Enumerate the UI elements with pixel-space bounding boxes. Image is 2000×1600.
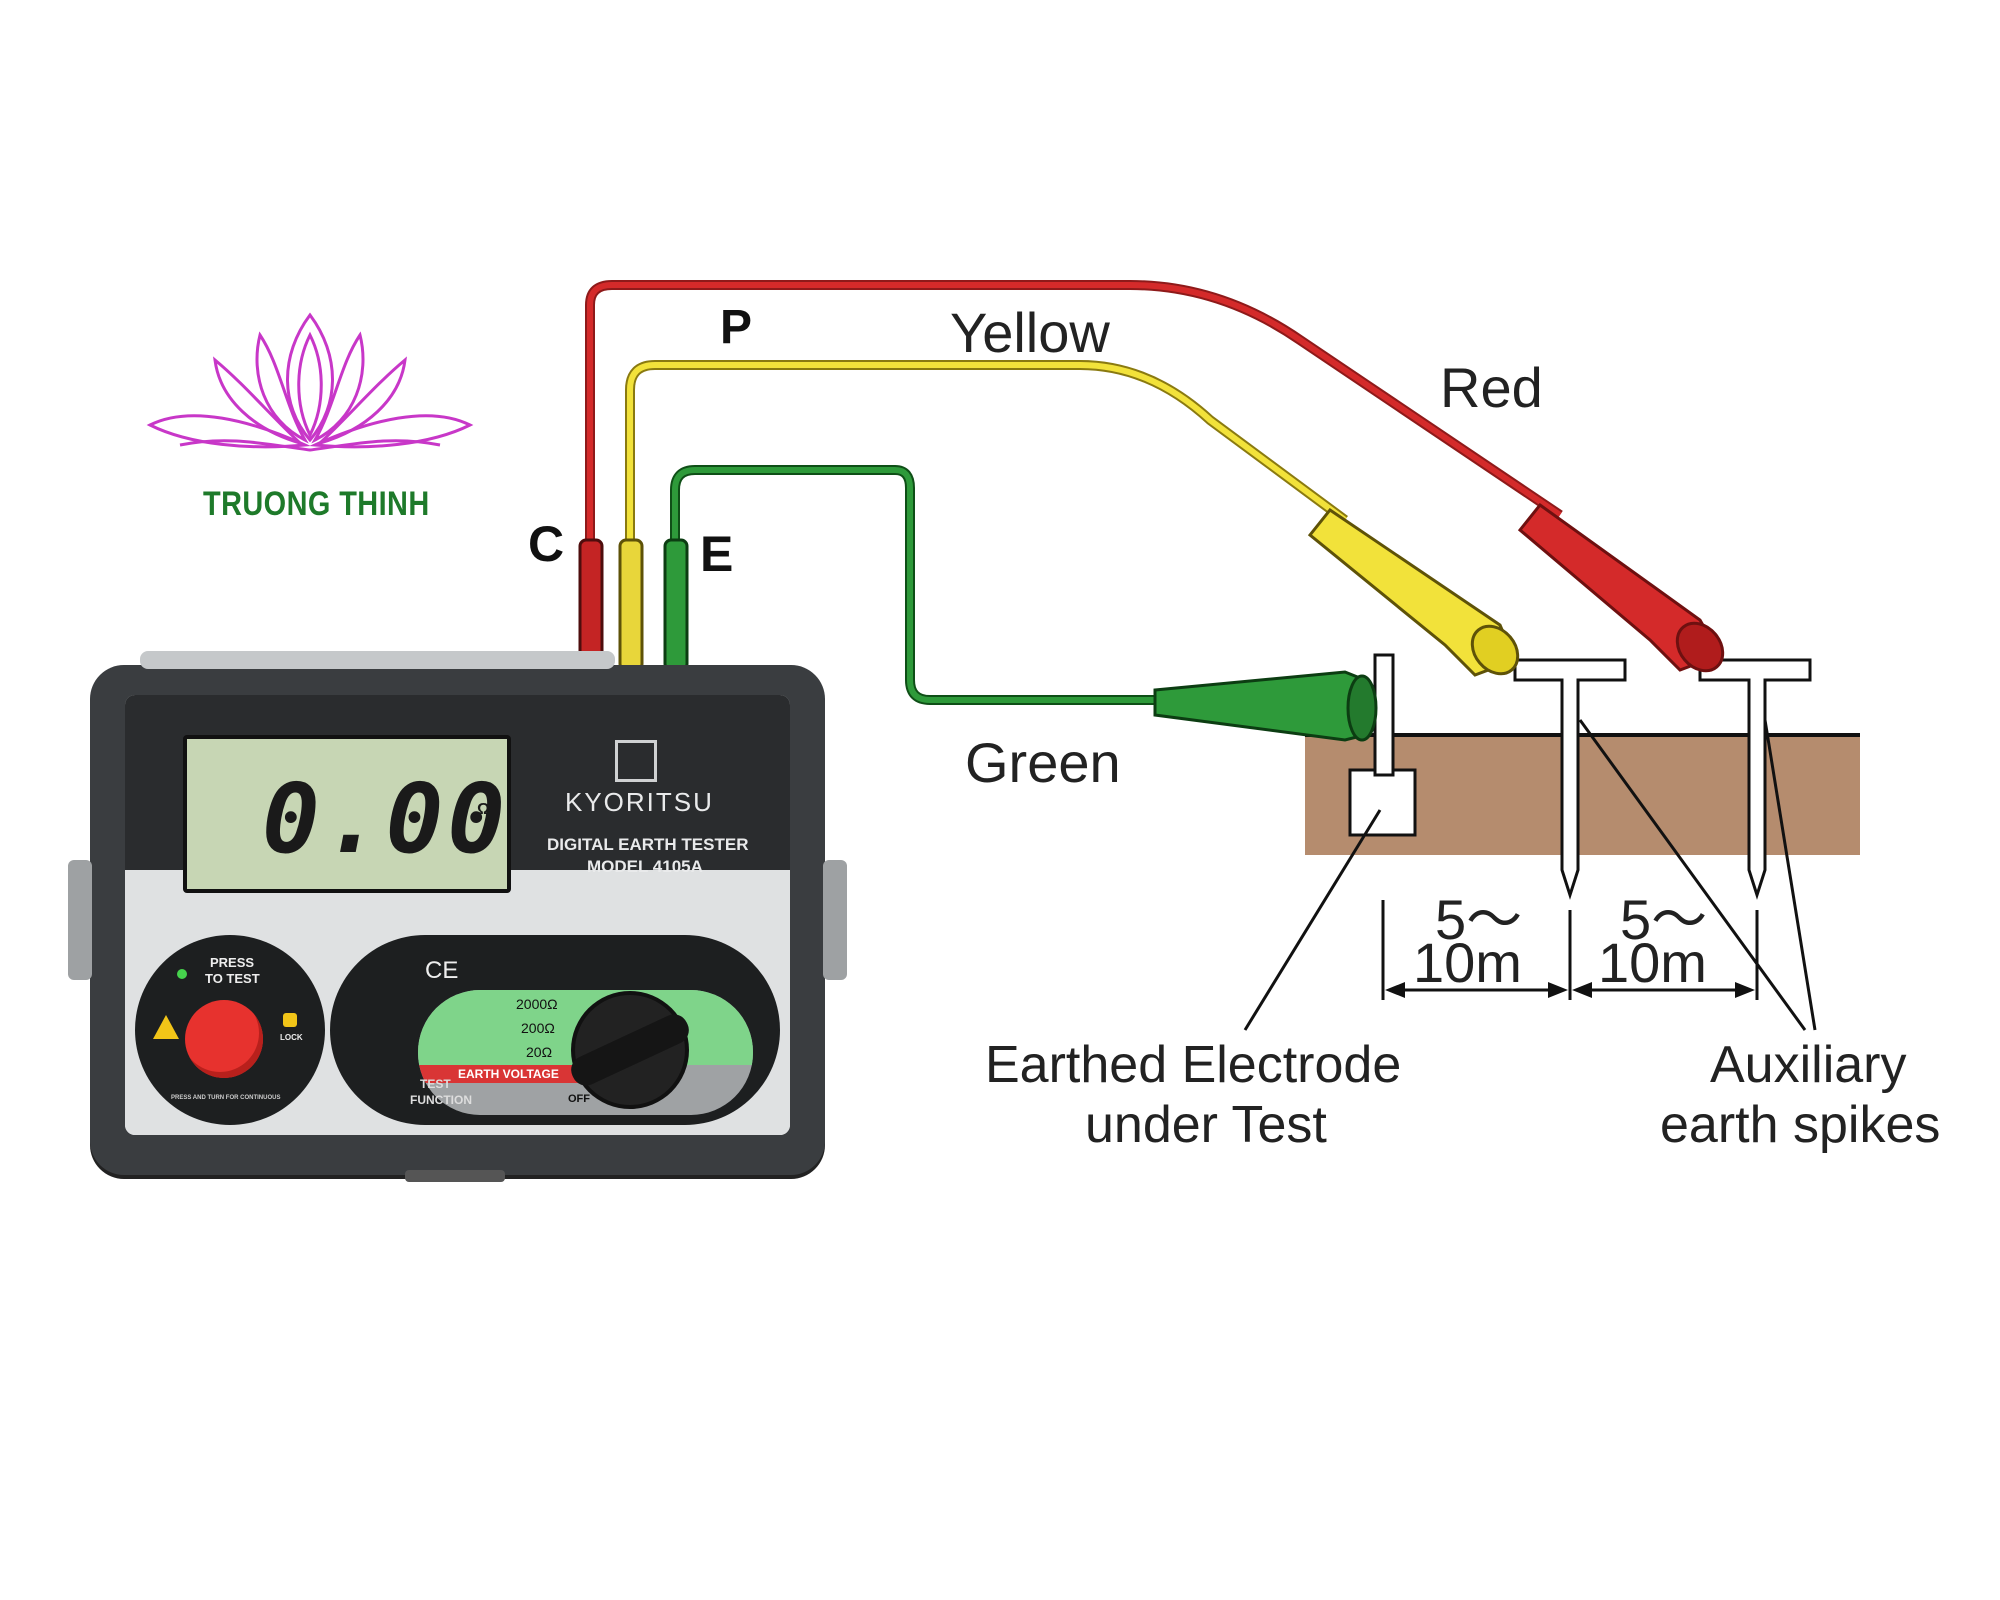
caption-aux-line2: earth spikes xyxy=(1660,1096,1941,1154)
function-selector-panel: CE 2000Ω 200Ω 20Ω EARTH VOLTAGE OFF TEST… xyxy=(330,935,780,1125)
distance-1-line1: 5～ xyxy=(1435,888,1523,951)
warning-icon xyxy=(153,1015,179,1039)
label-p: P xyxy=(720,301,753,354)
device-right-clip xyxy=(823,860,847,980)
label-red: Red xyxy=(1440,356,1543,419)
lock-label: LOCK xyxy=(280,1033,303,1042)
lock-icon xyxy=(283,1013,297,1027)
brand-name: KYORITSU xyxy=(565,787,714,817)
device-top-strip xyxy=(140,651,615,669)
range-200: 200Ω xyxy=(521,1020,555,1036)
model-title-line2: MODEL 4105A xyxy=(587,857,703,876)
caption-aux-line1: Auxiliary xyxy=(1710,1036,1907,1094)
earthed-electrode-block xyxy=(1348,768,1417,837)
earthed-electrode-rod xyxy=(1373,653,1395,777)
logo-text: TRUONG THINH xyxy=(203,485,430,523)
lcd-display: 0.00 Ω xyxy=(183,735,511,893)
device-left-clip xyxy=(68,860,92,980)
aux-leader-line-2 xyxy=(1763,719,1817,1031)
press-label-2: TO TEST xyxy=(205,971,260,986)
plug-p xyxy=(618,538,644,672)
lcd-reading: 0.00 xyxy=(262,763,510,875)
device-faceplate: 0.00 Ω KYORITSU DIGITAL EARTH TESTER MOD… xyxy=(125,695,790,1135)
distance-1-line2: 10m xyxy=(1413,931,1522,994)
yellow-clip xyxy=(1307,507,1517,677)
caption-electrode-line1: Earthed Electrode xyxy=(985,1036,1402,1094)
kyoritsu-logo-icon xyxy=(615,740,657,782)
label-c: C xyxy=(528,516,565,572)
plug-e xyxy=(663,538,689,672)
function-rotary-knob[interactable] xyxy=(566,995,694,1105)
distance-2-line2: 10m xyxy=(1598,931,1707,994)
knob-grip xyxy=(566,1009,694,1091)
label-green: Green xyxy=(965,731,1121,794)
button-caption: PRESS AND TURN FOR CONTINUOUS xyxy=(171,1095,281,1101)
distance-2-line1: 5～ xyxy=(1620,888,1708,951)
test-button[interactable] xyxy=(185,1000,263,1078)
earth-voltage-label: EARTH VOLTAGE xyxy=(458,1067,559,1081)
label-yellow: Yellow xyxy=(950,301,1110,364)
ce-mark: CE xyxy=(425,957,459,984)
test-function-label-2: FUNCTION xyxy=(410,1093,472,1107)
device-bottom-foot xyxy=(405,1170,505,1182)
aux-leader-line-1 xyxy=(1578,719,1807,1031)
off-label: OFF xyxy=(568,1093,590,1105)
press-label-1: PRESS xyxy=(210,955,255,970)
test-button-housing: PRESS TO TEST LOCK PRESS AND TURN FOR CO… xyxy=(135,935,325,1125)
label-e: E xyxy=(700,526,734,582)
model-title-line1: DIGITAL EARTH TESTER xyxy=(547,835,749,854)
aux-spike-p xyxy=(1513,658,1627,900)
lotus-logo-icon xyxy=(146,312,474,452)
yellow-wire xyxy=(625,360,1348,660)
green-clip xyxy=(1153,670,1367,742)
range-20: 20Ω xyxy=(526,1044,553,1060)
aux-spike-c xyxy=(1698,658,1812,900)
red-clip xyxy=(1517,502,1723,672)
earth-tester-device: 0.00 Ω KYORITSU DIGITAL EARTH TESTER MOD… xyxy=(68,651,847,1182)
lcd-unit: Ω xyxy=(477,801,490,818)
caption-electrode-line2: under Test xyxy=(1085,1096,1327,1154)
range-2000: 2000Ω xyxy=(516,996,558,1012)
test-function-label-1: TEST xyxy=(420,1077,451,1091)
electrode-leader-line xyxy=(1243,809,1382,1031)
led-indicator xyxy=(177,969,187,979)
